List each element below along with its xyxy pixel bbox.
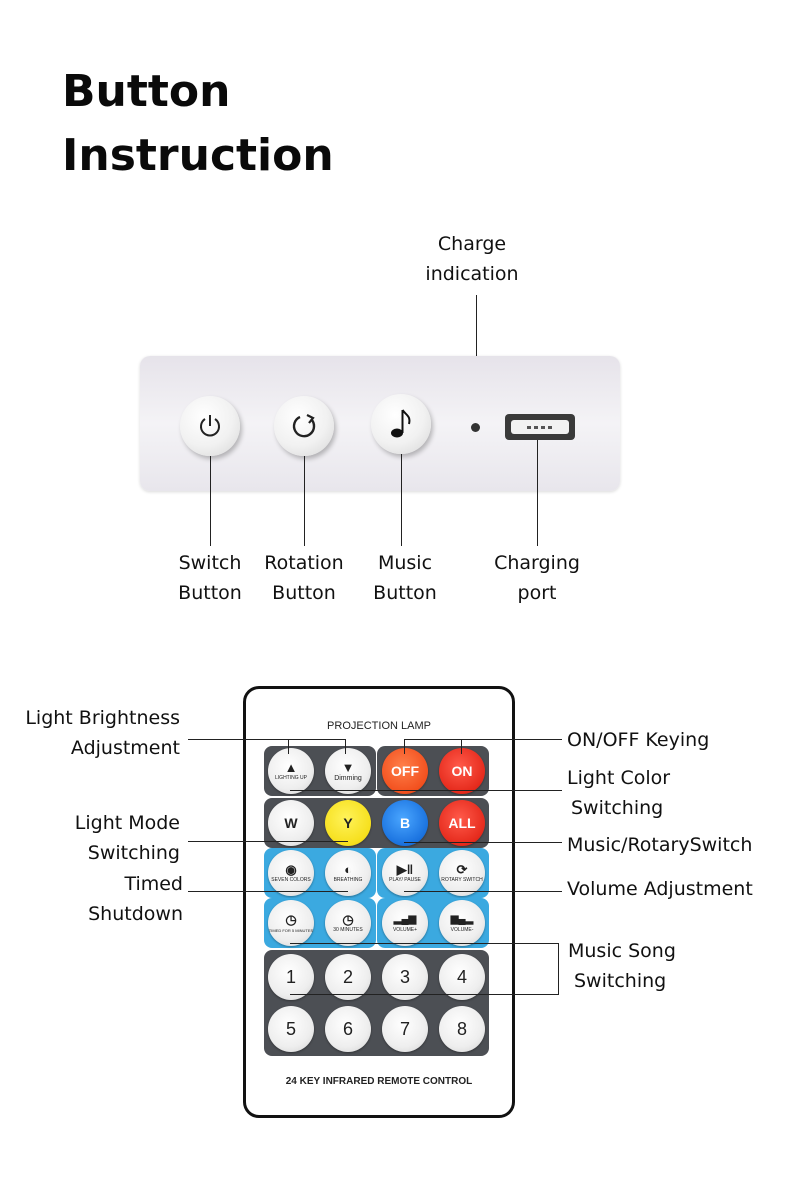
color-line	[290, 790, 562, 791]
volume-up-key[interactable]: ▂▄▆ VOLUME+	[382, 900, 428, 946]
key-1[interactable]: 1	[268, 954, 314, 1000]
volume-down-key[interactable]: ▆▄▂ VOLUME-	[439, 900, 485, 946]
volume-bars-up-icon: ▂▄▆	[393, 913, 417, 925]
key-2[interactable]: 2	[325, 954, 371, 1000]
key-8[interactable]: 8	[439, 1006, 485, 1052]
timed-line	[188, 891, 348, 892]
seven-colors-key[interactable]: ◉ SEVEN COLORS	[268, 850, 314, 896]
remote-control: PROJECTION LAMP ▲ LIGHTING UP ▼ Dimming …	[243, 686, 515, 1118]
lighting-up-key[interactable]: ▲ LIGHTING UP	[268, 748, 314, 794]
song-line-top	[290, 943, 558, 944]
switch-line	[210, 456, 211, 546]
music-note-icon	[391, 409, 411, 438]
breathing-key[interactable]: ◐ BREATHING	[325, 850, 371, 896]
music-rotary-callout: Music/RotarySwitch	[567, 834, 753, 856]
timed-5-key[interactable]: ◷ TIMED FOR 5 MINUTES	[268, 900, 314, 946]
color-wheel-icon: ◉	[285, 861, 297, 877]
rotation-button-label: Rotation Button	[264, 552, 344, 604]
on-key[interactable]: ON	[439, 748, 485, 794]
page-title: Button Instruction	[62, 66, 334, 181]
key-4[interactable]: 4	[439, 954, 485, 1000]
off-key[interactable]: OFF	[382, 748, 428, 794]
rotate-icon: ⟳	[456, 861, 468, 877]
music-button-label: Music Button	[373, 552, 437, 604]
clock-icon: ◷	[342, 911, 354, 927]
brightness-line	[188, 739, 346, 740]
dimming-key[interactable]: ▼ Dimming	[325, 748, 371, 794]
volume-callout: Volume Adjustment	[567, 878, 753, 900]
remote-header: PROJECTION LAMP	[327, 720, 431, 732]
brightness-callout: Light Brightness Adjustment	[25, 707, 180, 759]
remote-footer: 24 KEY INFRARED REMOTE CONTROL	[285, 1076, 473, 1087]
timed-callout: Timed Shutdown	[88, 873, 183, 925]
color-callout: Light Color Switching	[567, 767, 671, 819]
onoff-line	[404, 739, 562, 740]
b-key[interactable]: B	[382, 800, 428, 846]
rotary-switch-key[interactable]: ⟳ ROTARY SWITCH	[439, 850, 485, 896]
volume-bars-down-icon: ▆▄▂	[450, 913, 474, 925]
music-button[interactable]	[371, 394, 431, 454]
all-key[interactable]: ALL	[439, 800, 485, 846]
key-7[interactable]: 7	[382, 1006, 428, 1052]
music-line	[401, 454, 402, 546]
charge-indication-label: Charge indication	[425, 233, 519, 285]
song-callout: Music Song Switching	[568, 940, 676, 992]
charging-port	[505, 414, 575, 440]
song-line-bottom	[290, 994, 558, 995]
half-circle-icon: ◐	[344, 861, 352, 877]
music-rotary-line	[404, 842, 562, 843]
device-panel	[140, 356, 620, 491]
key-5[interactable]: 5	[268, 1006, 314, 1052]
key-3[interactable]: 3	[382, 954, 428, 1000]
song-bracket	[558, 943, 559, 995]
charging-line	[537, 440, 538, 546]
charge-indicator-led	[471, 423, 480, 432]
onoff-tick-2	[461, 739, 462, 754]
rotate-icon	[292, 414, 316, 438]
play-pause-icon: ▶‖	[396, 861, 414, 877]
switch-button[interactable]	[180, 396, 240, 456]
charging-port-label: Charging port	[494, 552, 580, 604]
arrow-down-icon: ▼	[341, 759, 355, 775]
y-key[interactable]: Y	[325, 800, 371, 846]
clock-icon: ◷	[285, 911, 297, 927]
key-6[interactable]: 6	[325, 1006, 371, 1052]
rotation-line	[304, 456, 305, 546]
switch-button-label: Switch Button	[178, 552, 242, 604]
brightness-tick-2	[345, 739, 346, 754]
w-key[interactable]: W	[268, 800, 314, 846]
timed-30-key[interactable]: ◷ 30 MINUTES	[325, 900, 371, 946]
brightness-tick-1	[288, 739, 289, 754]
onoff-tick-1	[404, 739, 405, 754]
rotation-button[interactable]	[274, 396, 334, 456]
mode-line	[188, 841, 348, 842]
mode-callout: Light Mode Switching	[74, 812, 180, 864]
power-icon	[200, 415, 220, 437]
onoff-callout: ON/OFF Keying	[567, 729, 710, 751]
volume-line	[404, 891, 562, 892]
arrow-up-icon: ▲	[284, 759, 298, 775]
usb-port-icon	[511, 420, 569, 434]
play-pause-key[interactable]: ▶‖ PLAY/ PAUSE	[382, 850, 428, 896]
